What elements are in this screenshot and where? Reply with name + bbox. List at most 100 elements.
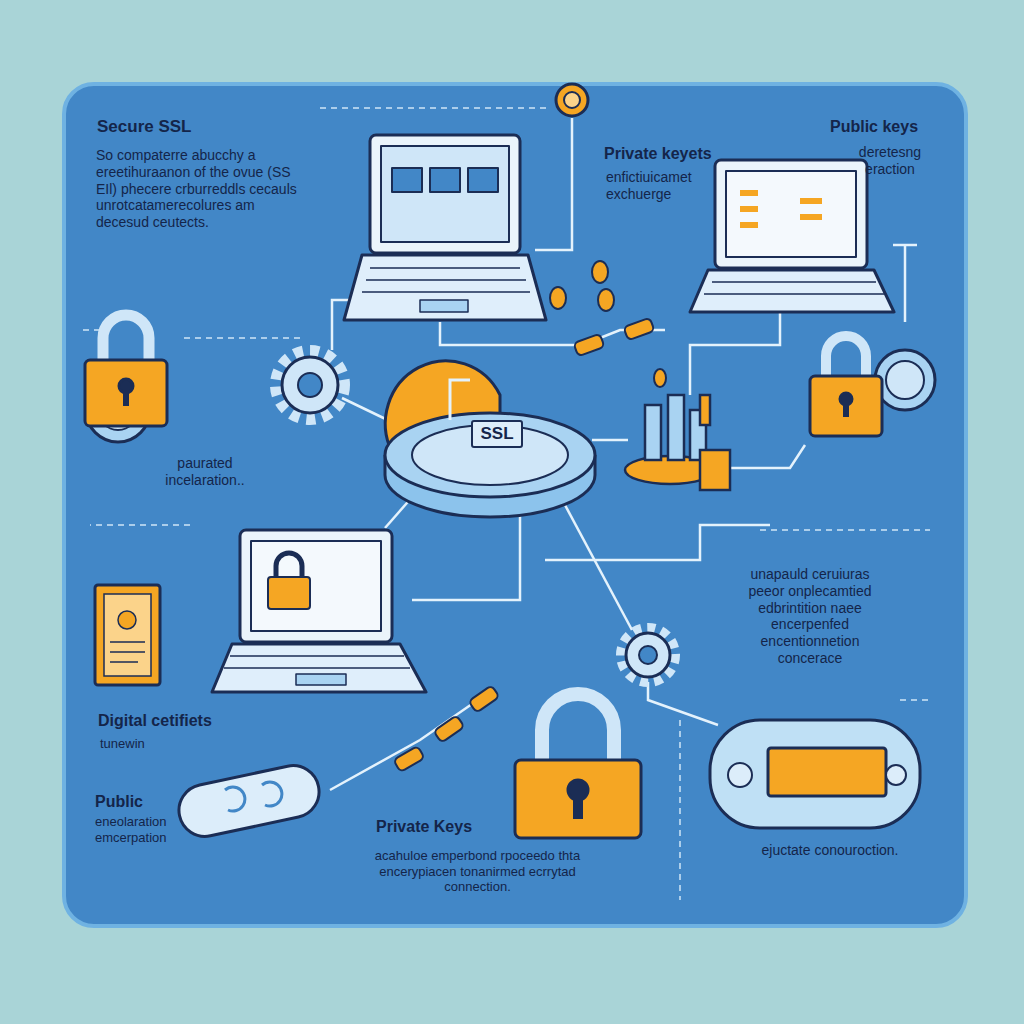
section-heading: Private keyets bbox=[604, 144, 774, 163]
laptop-icon bbox=[740, 190, 758, 196]
certificate-icon bbox=[110, 642, 145, 662]
gear-icon bbox=[621, 628, 675, 682]
dashed-line bbox=[320, 107, 550, 109]
padlock-icon bbox=[515, 694, 641, 838]
coin-icon bbox=[86, 84, 935, 442]
section-note: paurated incelaration.. bbox=[140, 455, 270, 489]
certificate-icon bbox=[95, 585, 160, 685]
ssl-disk bbox=[385, 361, 595, 517]
laptop-icon bbox=[212, 644, 426, 692]
wire bbox=[690, 312, 780, 395]
section-note: enfictiuicamet exchuerge bbox=[606, 169, 736, 203]
padlock-icon bbox=[515, 760, 641, 838]
gear-icon bbox=[639, 646, 657, 664]
panel bbox=[64, 84, 966, 926]
capsule-icon bbox=[225, 782, 282, 811]
laptop-icon bbox=[468, 168, 498, 192]
dashed-line bbox=[760, 529, 930, 531]
capsule-icon bbox=[728, 763, 752, 787]
padlock-icon bbox=[573, 793, 583, 819]
chain-link bbox=[393, 318, 654, 772]
certificate-icon bbox=[95, 585, 160, 685]
laptop-icon bbox=[726, 171, 856, 257]
capsule-icon bbox=[768, 748, 886, 796]
certificate-icon bbox=[104, 594, 151, 676]
gear-icon bbox=[626, 633, 670, 677]
key-drop bbox=[550, 261, 666, 387]
laptop-icon bbox=[740, 222, 758, 228]
wire bbox=[535, 118, 572, 250]
body-note: So compaterre abucchy a ereetihuraanon o… bbox=[96, 147, 311, 231]
dashed-line bbox=[80, 108, 930, 900]
laptop-icon bbox=[381, 146, 509, 242]
server-icon bbox=[625, 395, 730, 490]
certificate-icon bbox=[118, 611, 136, 629]
laptop-icon bbox=[344, 135, 546, 320]
laptop-icon bbox=[224, 656, 410, 668]
gear-icon bbox=[276, 351, 675, 682]
dashed-line bbox=[679, 720, 681, 900]
wire bbox=[648, 682, 718, 725]
chain-link bbox=[393, 746, 424, 772]
section-heading: Private Keys bbox=[376, 817, 526, 836]
dashed-line bbox=[180, 337, 300, 339]
chain-link bbox=[573, 334, 604, 357]
dashed-line bbox=[80, 329, 100, 331]
section-heading: Public bbox=[95, 792, 195, 811]
wire bbox=[565, 505, 632, 630]
section-heading: Digital cetifiets bbox=[98, 711, 298, 730]
server-icon bbox=[668, 395, 684, 460]
dashed-line bbox=[90, 524, 190, 526]
coin-icon bbox=[875, 350, 935, 410]
key-drop bbox=[598, 289, 614, 311]
laptop-icon bbox=[704, 282, 884, 294]
wire bbox=[440, 322, 575, 345]
server-icon bbox=[700, 395, 710, 425]
section-heading: Public keys bbox=[830, 117, 955, 136]
laptop-icon bbox=[251, 541, 381, 631]
coin-icon bbox=[564, 92, 580, 108]
capsule-icon bbox=[886, 765, 906, 785]
padlock-icon bbox=[85, 315, 167, 426]
laptop-icon bbox=[370, 135, 520, 253]
laptop-icon bbox=[715, 160, 867, 268]
laptop-icon bbox=[362, 268, 530, 292]
capsule-icon bbox=[174, 720, 920, 841]
node-text: SSL bbox=[480, 424, 513, 444]
wire bbox=[722, 445, 805, 468]
laptop-icon bbox=[296, 674, 346, 685]
chain-link bbox=[623, 318, 654, 341]
laptop-icon bbox=[800, 214, 822, 220]
wire bbox=[904, 245, 907, 322]
padlock-icon bbox=[103, 315, 149, 362]
wire bbox=[893, 244, 917, 247]
server-icon bbox=[645, 405, 661, 460]
body-note: unapauld ceruiuras peeor onplecamtied ed… bbox=[735, 566, 885, 667]
section-note: eneolaration emcerpation bbox=[95, 814, 215, 845]
gear-icon bbox=[298, 373, 322, 397]
key-drop bbox=[654, 369, 666, 387]
ssl-disk bbox=[412, 425, 568, 485]
ssl-disk bbox=[450, 380, 470, 420]
capsule-icon bbox=[710, 720, 920, 828]
server-icon bbox=[700, 450, 730, 490]
dashed-line bbox=[900, 699, 930, 701]
laptop-icon bbox=[268, 577, 310, 609]
laptop-icon bbox=[392, 168, 422, 192]
key-drop bbox=[592, 261, 608, 283]
padlock-icon bbox=[542, 694, 614, 762]
chain-link bbox=[434, 715, 465, 743]
coin-icon bbox=[886, 361, 924, 399]
section-note: ejuctate conouroction. bbox=[760, 842, 900, 859]
laptop-icon bbox=[430, 168, 460, 192]
padlock-icon bbox=[810, 376, 882, 436]
laptop-icon bbox=[800, 198, 822, 204]
section-note: deretesng eraction bbox=[835, 144, 945, 178]
laptop-icon bbox=[420, 300, 468, 312]
wire bbox=[592, 439, 628, 442]
gear-icon bbox=[276, 351, 344, 419]
padlock-icon bbox=[810, 336, 882, 436]
chain-link bbox=[469, 685, 500, 713]
padlock-icon bbox=[85, 360, 167, 426]
